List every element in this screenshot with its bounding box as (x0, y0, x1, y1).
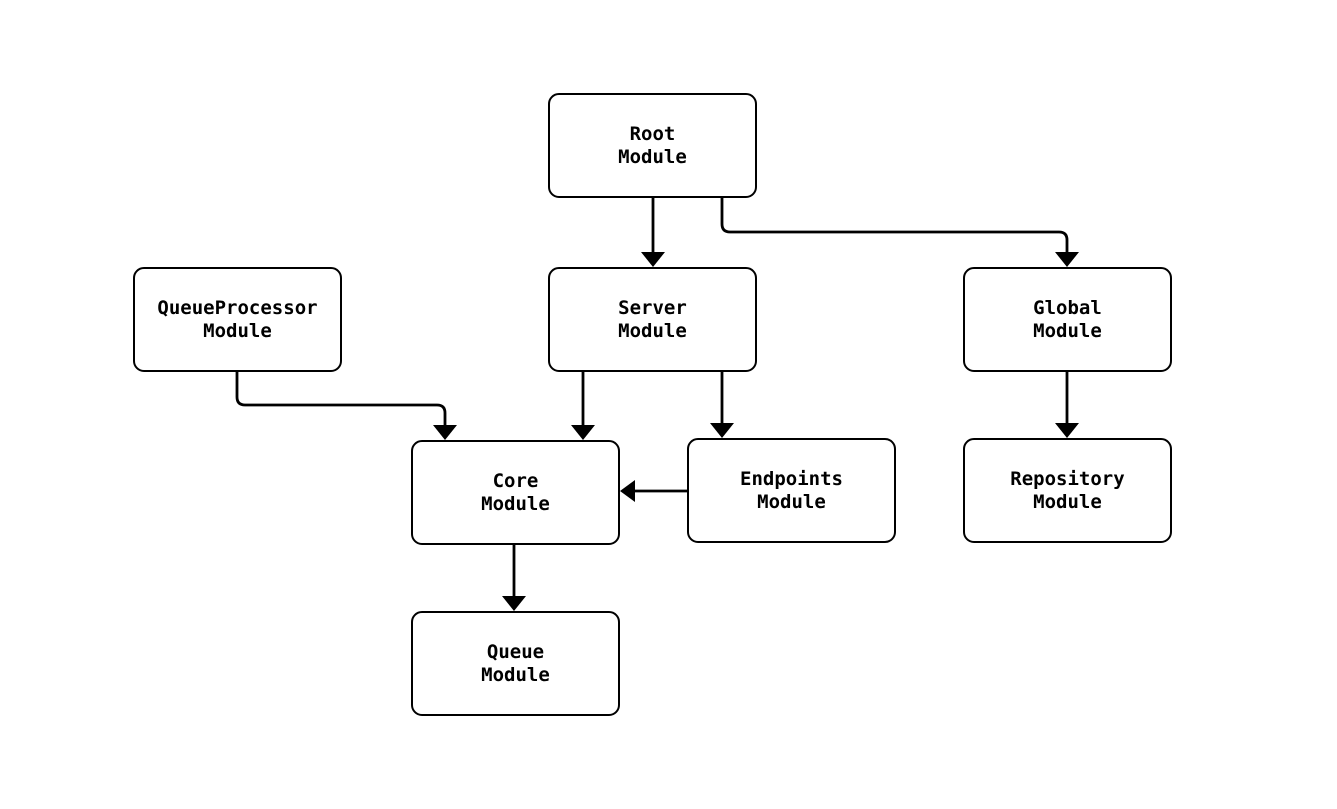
node-label-line: Server (618, 296, 687, 319)
edge-global-to-repository (1055, 372, 1079, 438)
node-label-line: Module (1033, 490, 1102, 513)
edge-core-to-queue (502, 545, 526, 611)
node-endpoints-module: Endpoints Module (687, 438, 896, 543)
node-label-line: Module (481, 663, 550, 686)
node-queue-module: Queue Module (411, 611, 620, 716)
node-label-line: Module (203, 319, 272, 342)
node-label-line: Endpoints (740, 467, 843, 490)
node-global-module: Global Module (963, 267, 1172, 372)
node-label-line: Module (618, 319, 687, 342)
node-label-line: Global (1033, 296, 1102, 319)
node-label-line: Queue (486, 640, 545, 663)
node-label-line: Module (1033, 319, 1102, 342)
node-core-module: Core Module (411, 440, 620, 545)
node-queueprocessor-module: QueueProcessor Module (133, 267, 342, 372)
node-root-module: Root Module (548, 93, 757, 198)
node-label-line: Module (481, 492, 550, 515)
edge-root-to-server (641, 198, 665, 267)
node-label-line: QueueProcessor (157, 296, 318, 319)
node-server-module: Server Module (548, 267, 757, 372)
node-label-line: Core (492, 469, 539, 492)
node-label-line: Repository (1010, 467, 1125, 490)
edge-root-to-global (720, 198, 1079, 267)
node-label-line: Module (757, 490, 826, 513)
edge-queueprocessor-to-core (235, 372, 457, 440)
node-repository-module: Repository Module (963, 438, 1172, 543)
node-label-line: Root (629, 122, 676, 145)
edge-server-to-core (571, 372, 595, 440)
node-label-line: Module (618, 145, 687, 168)
edge-endpoints-to-core (620, 480, 687, 502)
edge-server-to-endpoints (710, 372, 734, 438)
